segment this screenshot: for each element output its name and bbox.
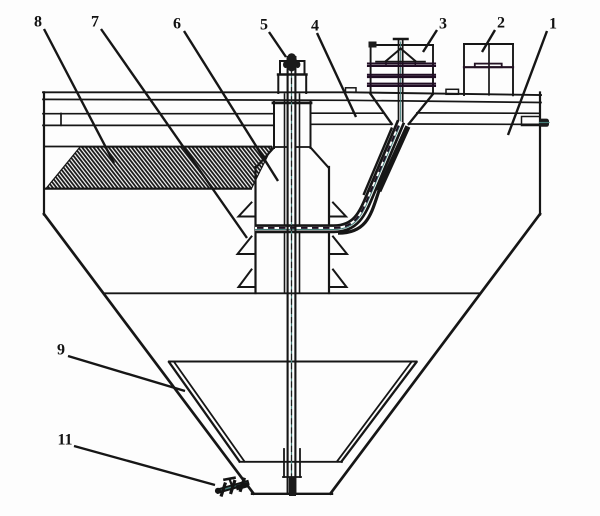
drive-motor-lug-right — [295, 60, 301, 69]
valve-bonnet-stem — [228, 477, 234, 489]
feed-distributor-box — [366, 37, 437, 126]
shaft-bottom-bearing — [282, 448, 302, 496]
funnel-right — [407, 92, 435, 126]
deflector-left-1 — [236, 201, 257, 218]
deflector-right-1 — [328, 201, 349, 218]
inner-cone-right-outer — [339, 360, 419, 464]
feed-pipe-bend-outer — [337, 188, 382, 235]
callout-leader-6 — [182, 30, 280, 182]
feedwell-flare-left — [254, 146, 276, 169]
deflector-plates-right — [328, 201, 350, 288]
deflector-plates-left — [235, 201, 257, 288]
inclined-plates-hatch — [44, 146, 273, 190]
distribution-cone-right — [399, 47, 417, 63]
inner-cone-left-inner — [173, 361, 246, 463]
central-shaft — [276, 53, 308, 496]
feedwell-flare-right — [309, 146, 330, 169]
inner-cone-right-inner — [335, 361, 413, 463]
drive-motor-lug-left — [283, 60, 289, 69]
callout-label-2: 2 — [497, 15, 505, 32]
feed-pipe-accent — [255, 125, 401, 230]
inner-cone-left-outer — [167, 360, 242, 464]
callout-leader-4 — [315, 32, 358, 118]
rim-line-2 — [42, 98, 542, 104]
feedbox-corner-block — [368, 41, 377, 48]
callout-label-4: 4 — [311, 18, 319, 35]
callout-leader-3 — [421, 29, 439, 53]
callout-leader-2 — [480, 29, 497, 53]
funnel-left — [368, 92, 394, 126]
callout-label-7: 7 — [91, 14, 99, 31]
control-box — [462, 43, 515, 97]
control-box-float — [473, 62, 503, 69]
valve-body-block — [235, 481, 250, 491]
callout-label-5: 5 — [260, 17, 268, 34]
valve-flange-1 — [219, 481, 228, 498]
roof-nozzle-right — [445, 88, 460, 96]
callout-label-6: 6 — [173, 16, 181, 33]
deflector-left-3 — [236, 268, 257, 288]
feed-pipe-wall-extra-left — [362, 127, 394, 196]
callout-leader-7 — [100, 28, 248, 239]
callout-leader-11 — [73, 444, 216, 487]
callout-leader-8 — [42, 28, 116, 164]
drive-motor — [286, 53, 297, 72]
callout-label-8: 8 — [34, 14, 42, 31]
shaft-bottom-stub — [289, 477, 296, 496]
deflector-right-3 — [328, 268, 349, 288]
callout-leader-9 — [67, 354, 186, 393]
callout-label-9: 9 — [57, 342, 65, 359]
shaft-drive-assembly — [276, 53, 308, 94]
distributor-trays — [366, 62, 437, 88]
cone-left-wall — [42, 212, 256, 496]
feed-pipe-wall-extra-right — [376, 125, 411, 193]
deflector-left-2 — [235, 235, 257, 255]
cone-right-wall — [328, 212, 542, 496]
callout-label-11: 11 — [57, 432, 72, 449]
callout-leader-5 — [268, 31, 287, 58]
feedwell — [102, 93, 482, 363]
discharge-valve — [214, 476, 250, 498]
valve-handwheel — [214, 487, 222, 494]
feed-pipe — [255, 119, 411, 235]
valve-handle-bar — [222, 476, 237, 482]
tank-shell — [42, 87, 550, 496]
callout-layer: 8 7 6 5 4 3 2 1 9 11 — [34, 14, 557, 487]
deflector-right-2 — [328, 235, 350, 255]
distribution-cone-left — [384, 47, 403, 63]
roof-nozzle-left — [344, 87, 357, 93]
feed-pipe-dashes — [255, 125, 400, 229]
callout-leader-1 — [506, 30, 549, 136]
callout-label-3: 3 — [439, 16, 447, 33]
callout-label-1: 1 — [549, 16, 557, 33]
inclined-plate-pack — [44, 145, 273, 190]
inner-cone — [167, 360, 419, 464]
